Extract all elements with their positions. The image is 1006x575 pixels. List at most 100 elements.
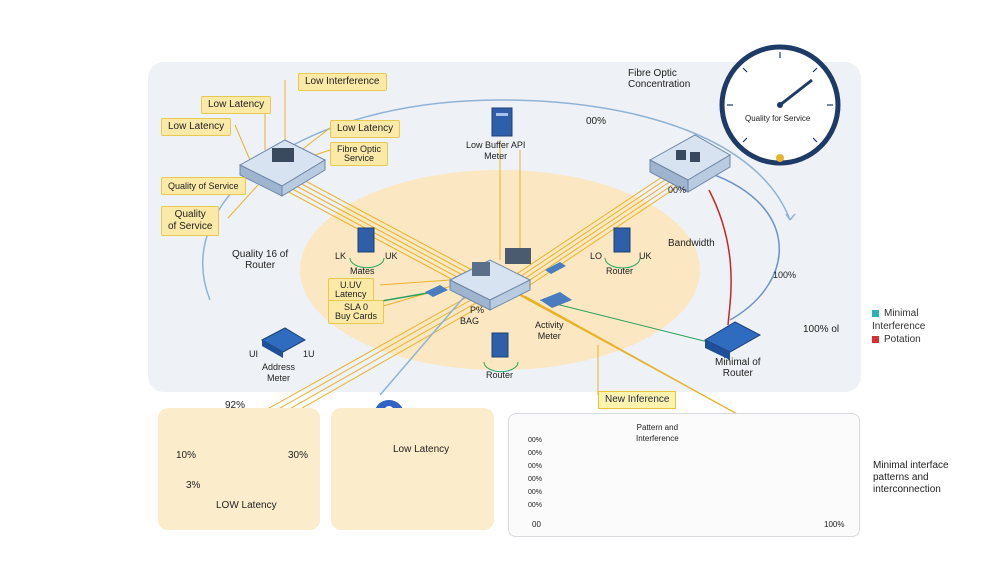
right-note-line1: Minimal interface — [873, 460, 949, 471]
u-line1: U.UV — [340, 280, 362, 290]
top-percent: 00% — [586, 116, 607, 127]
gauge-top-pct: 92% — [225, 400, 246, 411]
label-quality-service-short: Quality of Service — [161, 177, 246, 195]
server-left[interactable] — [349, 227, 385, 269]
minimal-router-label: Minimal of Router — [715, 357, 761, 379]
server-top[interactable] — [491, 107, 513, 137]
router-right-label: Router — [606, 266, 634, 276]
1u-label: 1U — [303, 349, 315, 359]
label-quality-service: Quality of Service — [161, 206, 220, 236]
activity-line2: Meter — [537, 331, 561, 341]
low-buffer-line2: Meter — [484, 151, 508, 161]
pct-right-label: 100% ol — [803, 324, 840, 335]
router-top-right[interactable] — [648, 134, 731, 193]
fibre-service-line1: Fibre Optic — [337, 144, 382, 154]
lk-left-label: LK — [335, 251, 347, 261]
label-low-latency-3: Low Latency — [330, 120, 401, 138]
dial-label: Quality for Service — [745, 114, 811, 123]
fibre-service-line2: Service — [344, 153, 375, 163]
y-tick-label: 00% — [528, 489, 543, 496]
red-link — [708, 189, 732, 326]
gauge-low-pct: 3% — [186, 480, 201, 491]
line-chart-title-line1: Pattern and — [636, 423, 679, 432]
uk-left-label: UK — [385, 251, 398, 261]
minimal-line1: Minimal of — [715, 357, 761, 368]
y-tick-label: 00% — [528, 450, 543, 457]
switch-right[interactable] — [703, 321, 762, 360]
switch-left[interactable] — [260, 327, 307, 358]
label-low-latency-2: Low Latency — [161, 118, 232, 136]
legend-label-interference: Interference — [872, 321, 926, 332]
right-note: Minimal interface patterns and interconn… — [873, 460, 949, 496]
uk-right-label: UK — [639, 251, 652, 261]
address-meter-label: Address Meter — [262, 362, 295, 384]
router-quality-line1: Quality 16 of — [232, 249, 289, 260]
bandwidth-label: Bandwidth — [668, 238, 715, 249]
line-chart-x-left: 00 — [532, 520, 541, 529]
legend-item-potation: Potation — [872, 334, 921, 345]
ui-label: UI — [249, 349, 258, 359]
address-line2: Meter — [267, 373, 291, 383]
latency-bar-card — [331, 408, 494, 530]
mid-percent: 00% — [668, 185, 687, 195]
blue-arc — [699, 169, 780, 321]
fibre-concentration-title: Fibre Optic Concentration — [628, 68, 690, 90]
lo-right-label: LO — [590, 251, 603, 261]
gauge-right-pct: 30% — [288, 450, 309, 461]
router-center[interactable] — [448, 248, 532, 311]
mates-label: Mates — [350, 266, 375, 276]
router-top-left[interactable] — [238, 139, 327, 197]
legend-label-potation: Potation — [884, 334, 921, 345]
quality-line2: of Service — [168, 221, 213, 232]
activity-line1: Activity — [535, 320, 564, 330]
avatar-link — [379, 289, 471, 396]
legend-item-minimal: Minimal — [872, 308, 918, 319]
legend-label-minimal: Minimal — [884, 308, 919, 319]
green-link-right — [539, 299, 721, 346]
router-bottom-label: Router — [486, 370, 514, 380]
gauge-label: LOW Latency — [216, 500, 277, 511]
u-line2: Latency — [335, 289, 367, 299]
legend-swatch-minimal — [872, 310, 879, 317]
sla-line1: SLA 0 — [344, 302, 369, 312]
router-quality-label: Quality 16 of Router — [232, 249, 288, 271]
server-bottom[interactable] — [483, 332, 519, 373]
address-line1: Address — [262, 362, 296, 372]
sla-line2: Buy Cards — [335, 311, 378, 321]
line-chart-title: Pattern and Interference — [636, 422, 679, 444]
right-note-line2: patterns and — [873, 472, 929, 483]
arc-arrow — [785, 213, 796, 221]
server-right[interactable] — [604, 227, 641, 269]
low-buffer-label: Low Buffer API Meter — [466, 140, 525, 162]
gauge-left-pct: 10% — [176, 450, 197, 461]
latency-gauge-card — [158, 408, 320, 530]
label-fibre-service: Fibre Optic Service — [330, 142, 389, 166]
interference-line-card — [508, 413, 860, 537]
label-sla: SLA 0 Buy Cards — [328, 300, 385, 324]
y-tick-label: 00% — [528, 463, 543, 470]
minimal-line2: Router — [722, 368, 753, 379]
fibre-title-line2: Concentration — [628, 79, 691, 90]
legend-item-interference: Interference — [872, 321, 925, 332]
small-module-b[interactable] — [540, 262, 572, 308]
bag-label: BAG — [460, 316, 480, 326]
small-module-a[interactable] — [425, 285, 448, 297]
legend-swatch-potation — [872, 336, 879, 343]
line-chart-x-right: 100% — [824, 520, 845, 529]
line-chart-title-line2: Interference — [636, 434, 679, 443]
activity-meter-label: Activity Meter — [535, 320, 564, 342]
label-u-latency: U.UV Latency — [328, 278, 374, 302]
y-tick-label: 00% — [528, 437, 543, 444]
right-note-line3: interconnection — [873, 484, 941, 495]
router-quality-line2: Router — [245, 260, 276, 271]
label-low-latency-1: Low Latency — [201, 96, 272, 114]
label-low-interference: Low Interference — [298, 73, 387, 91]
y-tick-label: 00% — [528, 502, 543, 509]
qos-dial — [719, 44, 841, 166]
bar-chart-title: Low Latency — [393, 444, 450, 455]
new-inference-label: New Inference — [598, 391, 677, 409]
p-pct-label: P% — [470, 305, 485, 315]
pct-100-label: 100% — [773, 270, 797, 280]
y-tick-label: 00% — [528, 476, 543, 483]
